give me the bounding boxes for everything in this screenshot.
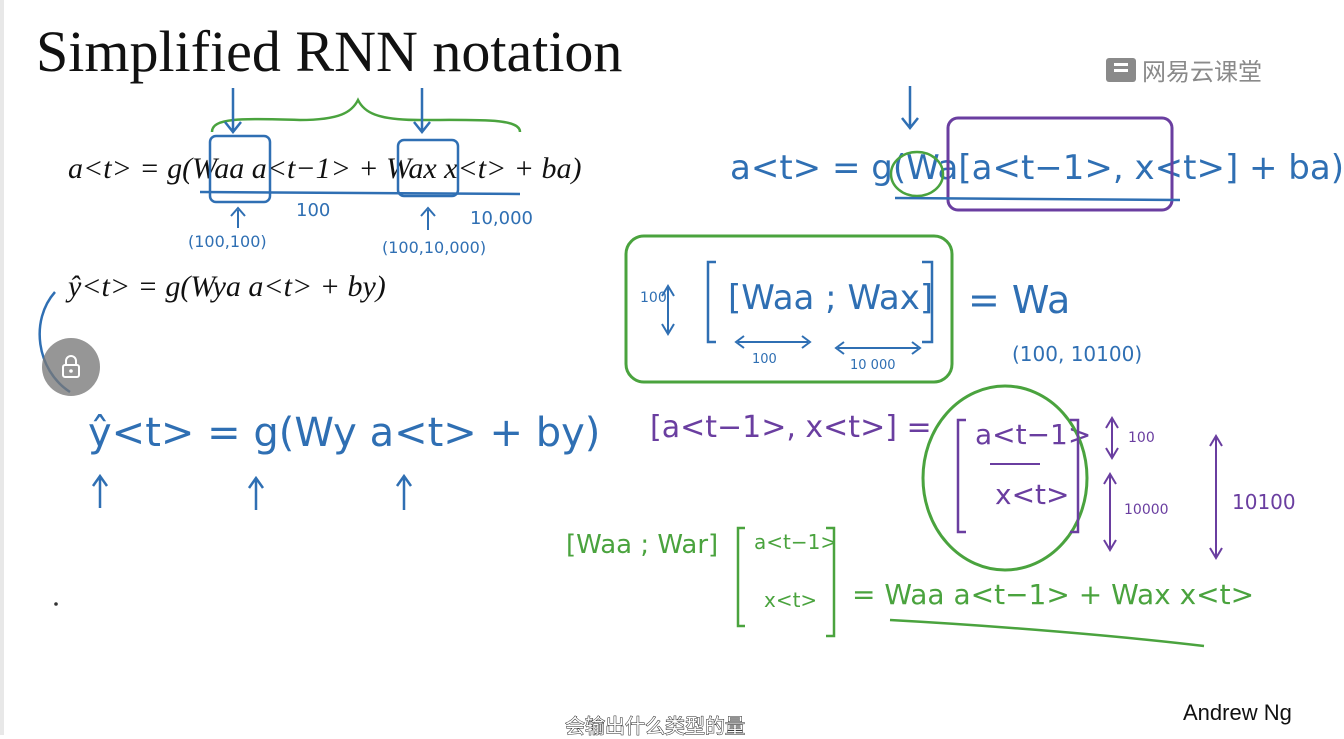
stack-lhs: [a<t−1>, x<t>] = [650, 410, 932, 445]
stack-bottom: x<t> [995, 478, 1070, 511]
logo-icon [1106, 57, 1136, 82]
matrix-w-rows: 100 [640, 290, 667, 306]
matrix-w-col1: 100 [752, 352, 777, 367]
dim-10000-label: 10,000 [470, 208, 533, 229]
shape-waa-label: (100,100) [188, 232, 267, 251]
equation-y: ŷ<t> = g(Wya a<t> + by) [68, 270, 386, 303]
product-rhs: = Waa a<t−1> + Wax x<t> [852, 578, 1255, 611]
equation-y-handwritten: ŷ<t> = g(Wy a<t> + by) [88, 410, 601, 456]
product-lhs: [Waa ; War] [566, 530, 719, 560]
slide-title: Simplified RNN notation [36, 19, 623, 84]
equals-wa: = Wa [968, 278, 1071, 322]
shape-wa: (100, 10100) [1012, 342, 1143, 366]
equation-a-handwritten: a<t> = g(Wa[a<t−1>, x<t>] + ba) [730, 148, 1344, 188]
lock-icon [62, 355, 80, 378]
dim-100-label: 100 [296, 200, 331, 221]
shape-wax-label: (100,10,000) [382, 238, 487, 257]
equation-a: a<t> = g(Waa a<t−1> + Wax x<t> + ba) [68, 152, 582, 185]
product-vec-bottom: x<t> [764, 588, 818, 612]
logo-text: 网易云课堂 [1142, 58, 1262, 86]
video-subtitle: 会输出什么类型的量 [565, 714, 746, 739]
stack-dim-top: 100 [1128, 430, 1155, 446]
logo: 网易云课堂 [1106, 52, 1262, 87]
author-name: Andrew Ng [1183, 700, 1292, 725]
pen-strokes [38, 86, 1223, 648]
matrix-w-col2: 10 000 [850, 358, 896, 373]
stack-dim-total: 10100 [1232, 490, 1296, 514]
product-vec-top: a<t−1> [754, 530, 838, 554]
stack-dim-bottom: 10000 [1124, 502, 1169, 518]
left-edge-bar [0, 0, 4, 735]
lock-button[interactable] [42, 338, 100, 396]
matrix-w-text: [Waa ; Wax] [728, 278, 934, 318]
